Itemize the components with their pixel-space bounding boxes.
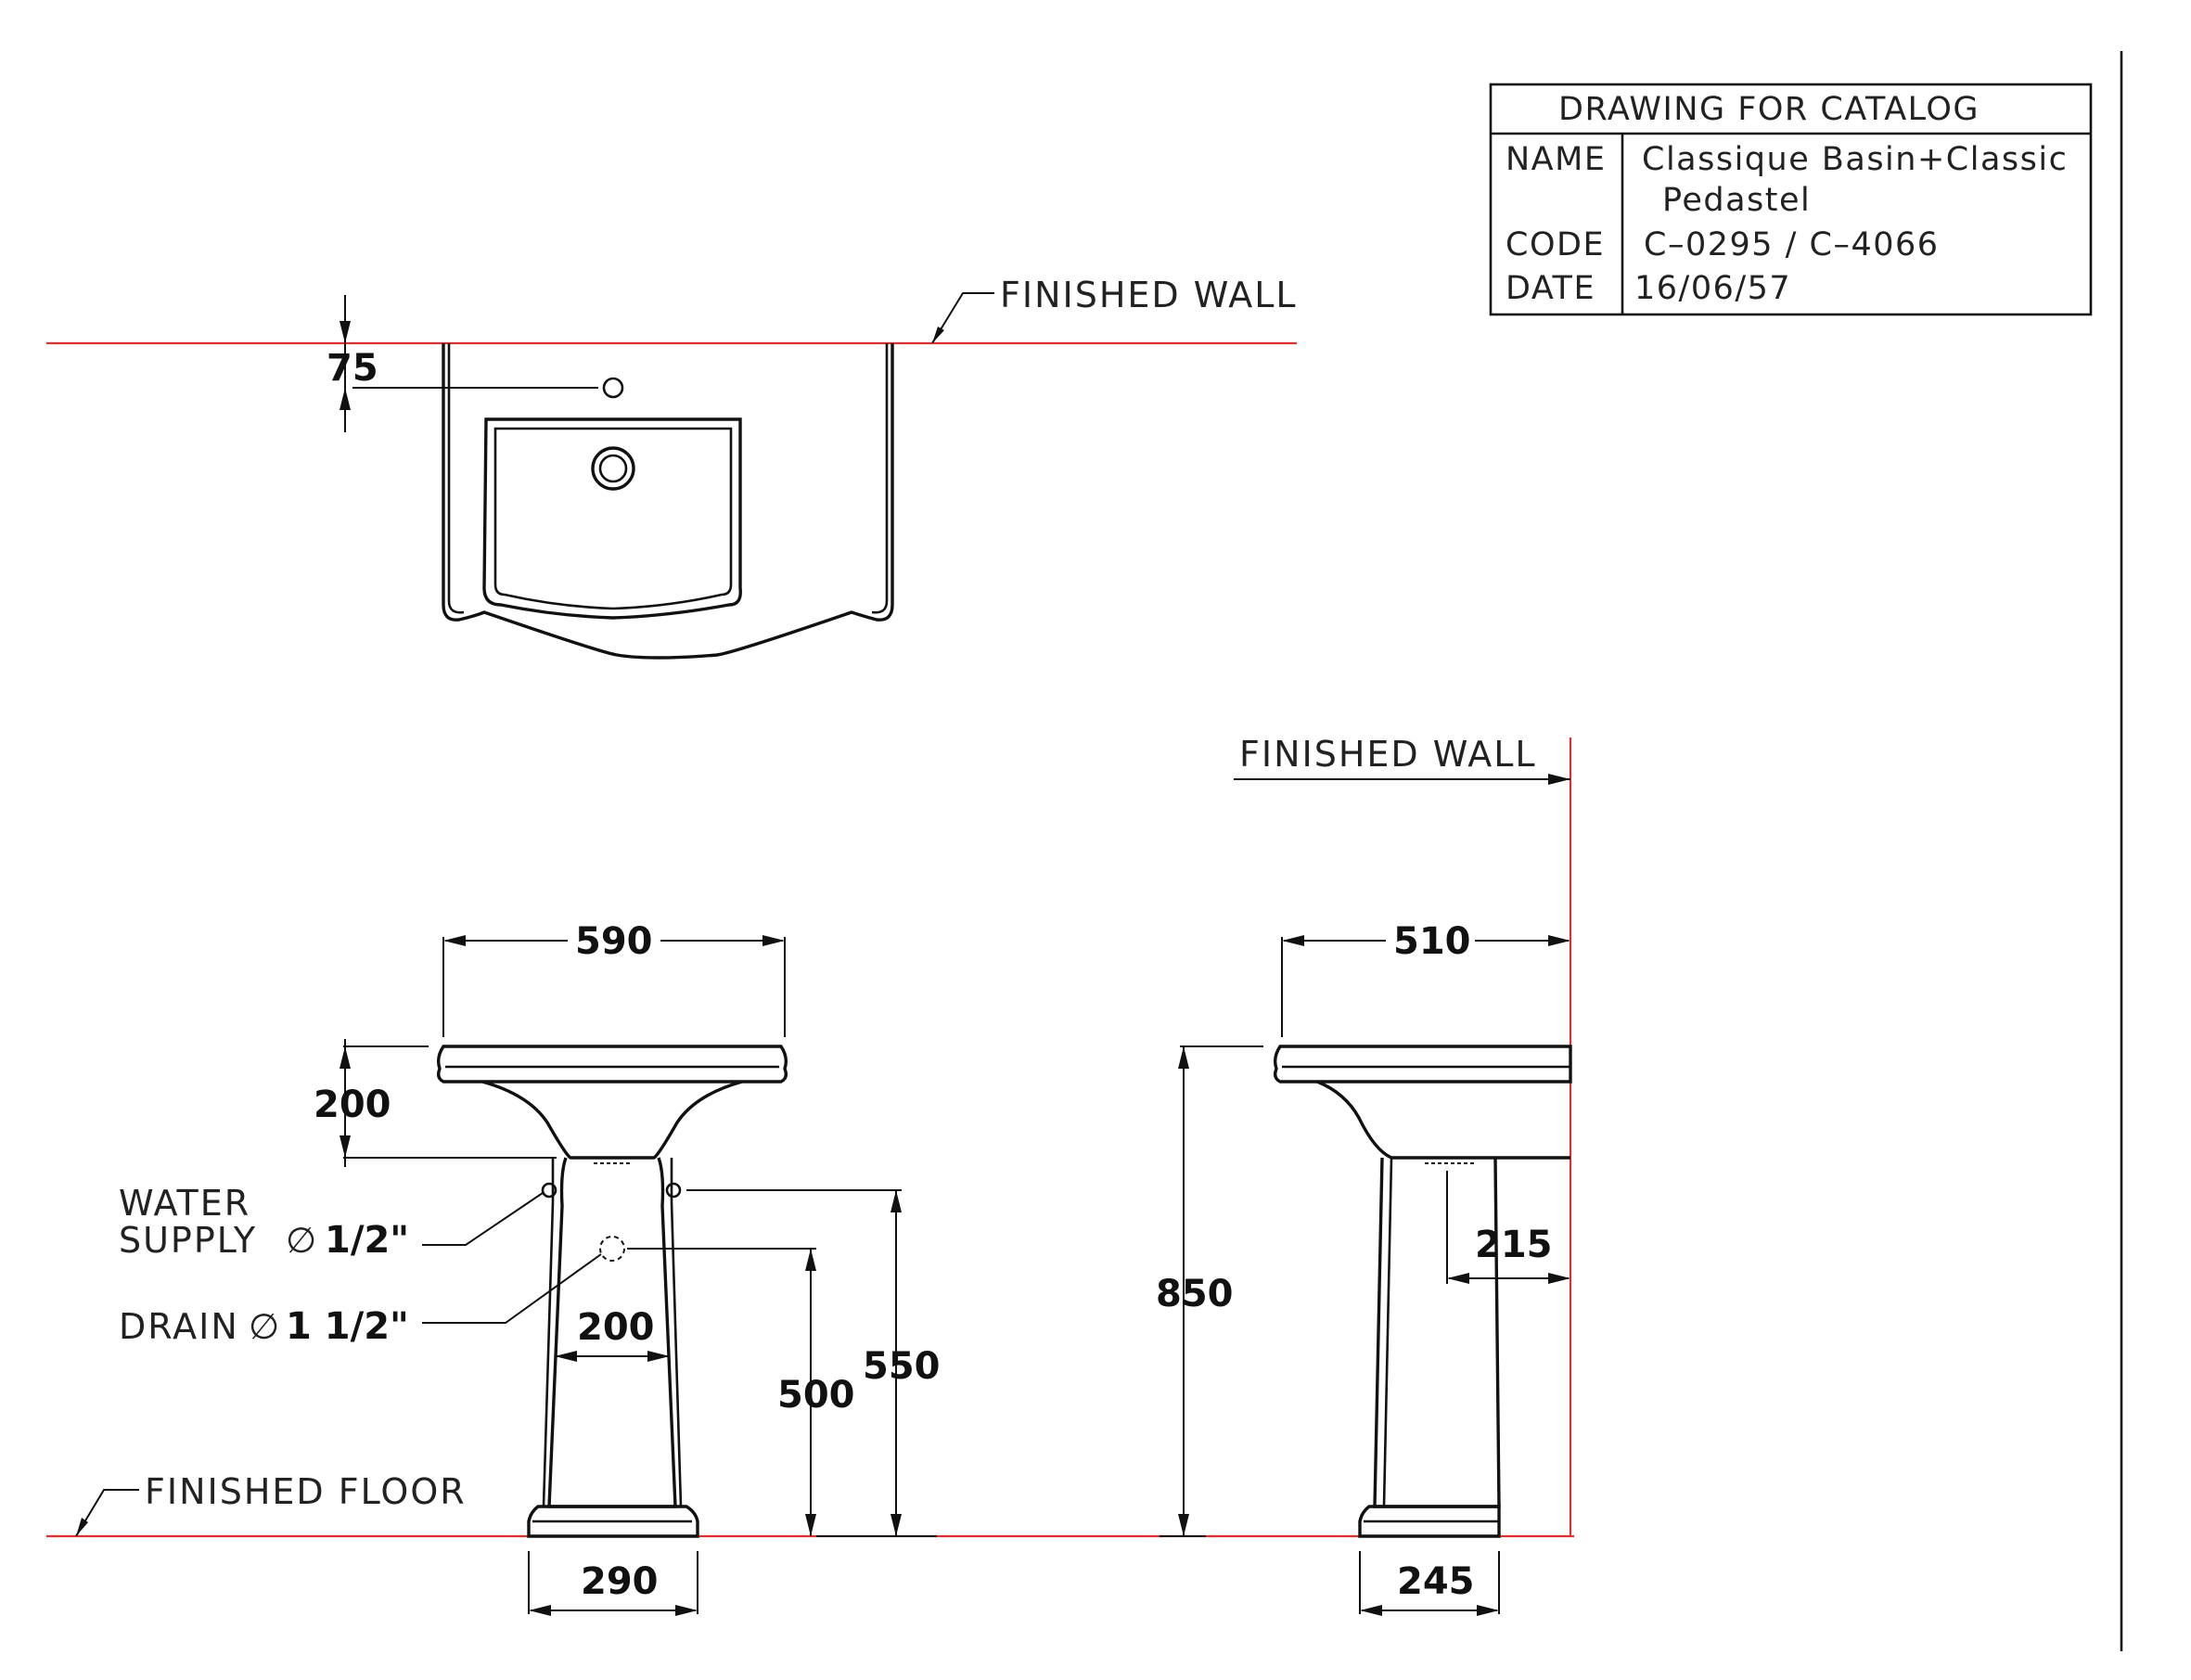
water-supply-size: 1/2" bbox=[325, 1219, 409, 1262]
basin-front-rim bbox=[436, 1045, 788, 1084]
code-value: C–0295 / C–4066 bbox=[1644, 226, 1940, 263]
dim-supply-spacing: 200 bbox=[577, 1306, 655, 1349]
water-supply-hole-left bbox=[541, 1182, 557, 1199]
basin-bowl-outer bbox=[482, 417, 742, 620]
water-supply-label-line1: WATER bbox=[119, 1183, 250, 1224]
front-view: 590 200 WATER SUPPLY ∅ 1/2" DRAIN ∅ 1 1/… bbox=[46, 920, 1574, 1616]
water-supply-dia-symbol: ∅ bbox=[286, 1220, 318, 1261]
basin-front-bowl bbox=[481, 1080, 743, 1160]
finished-floor-label: FINISHED FLOOR bbox=[145, 1471, 467, 1512]
dim-supply-height: 550 bbox=[863, 1345, 941, 1388]
water-supply-hole-right bbox=[665, 1182, 682, 1199]
water-supply-label-line2: SUPPLY bbox=[119, 1220, 257, 1261]
title-block-heading: DRAWING FOR CATALOG bbox=[1558, 91, 1980, 128]
drain-hole-outer bbox=[591, 446, 635, 491]
pedestal-base-side bbox=[1358, 1505, 1501, 1538]
dim-basin-depth: 510 bbox=[1393, 920, 1471, 963]
plan-view: FINISHED WALL 75 bbox=[46, 275, 1298, 660]
dim-pedestal-base-width: 290 bbox=[581, 1560, 659, 1603]
name-value-line1: Classique Basin+Classic bbox=[1642, 141, 2068, 178]
dim-drain-height: 500 bbox=[777, 1374, 855, 1417]
date-value: 16/06/57 bbox=[1634, 270, 1791, 307]
basin-bowl-inner bbox=[493, 427, 733, 610]
pedestal-base-front bbox=[527, 1505, 699, 1538]
dim-total-height: 850 bbox=[1156, 1273, 1234, 1315]
drain-size: 1 1/2" bbox=[286, 1305, 409, 1348]
title-block: DRAWING FOR CATALOG NAME Classique Basin… bbox=[1489, 83, 2093, 316]
pedestal-side bbox=[1373, 1157, 1501, 1508]
dim-drain-from-wall: 215 bbox=[1475, 1224, 1553, 1266]
dim-tap-hole: 75 bbox=[327, 347, 378, 390]
code-label: CODE bbox=[1506, 226, 1605, 263]
name-label: NAME bbox=[1506, 141, 1606, 178]
drain-pipe bbox=[599, 1236, 625, 1262]
side-view: FINISHED WALL 510 850 215 bbox=[1156, 734, 1572, 1616]
drain-label: DRAIN bbox=[119, 1306, 239, 1347]
name-value-line2: Pedastel bbox=[1662, 182, 1811, 219]
dim-pedestal-base-depth: 245 bbox=[1397, 1560, 1475, 1603]
finished-wall-label-top: FINISHED WALL bbox=[1000, 275, 1298, 315]
date-label: DATE bbox=[1506, 270, 1595, 307]
finished-wall-label-side: FINISHED WALL bbox=[1239, 734, 1537, 775]
drain-hole-inner bbox=[598, 454, 628, 483]
dim-basin-height: 200 bbox=[314, 1084, 391, 1126]
basin-side-bowl bbox=[1316, 1080, 1570, 1160]
drain-dia-symbol: ∅ bbox=[249, 1306, 281, 1347]
dim-basin-width: 590 bbox=[575, 920, 653, 963]
basin-side-rim bbox=[1273, 1045, 1572, 1084]
basin-plan-outline bbox=[442, 343, 894, 660]
tap-hole bbox=[602, 377, 624, 399]
